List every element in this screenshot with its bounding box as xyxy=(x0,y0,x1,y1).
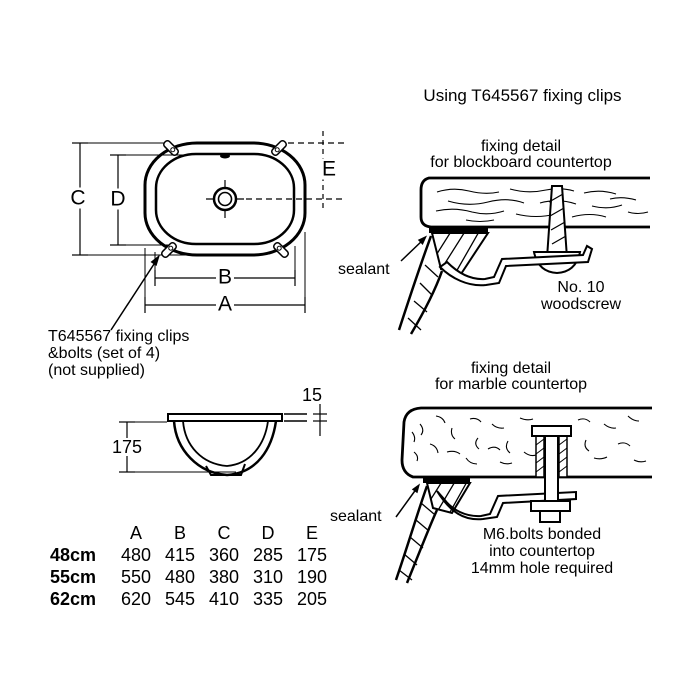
overflow-icon xyxy=(220,153,230,159)
dim-label-15: 15 xyxy=(299,385,325,405)
dim-label-e: E xyxy=(319,157,339,181)
fixing-clip-icon xyxy=(271,140,287,156)
column-header: C xyxy=(217,522,231,543)
size-label: 48cm xyxy=(50,544,97,565)
fixing-clip-icon xyxy=(161,242,177,258)
clip-bracket-icon xyxy=(436,490,577,521)
dim-label-c: C xyxy=(68,186,88,210)
table-row: 48cm 480 415 360 285 175 xyxy=(50,544,328,565)
fixing-clip-icon xyxy=(163,140,179,156)
dimensions-table: A B C D E 48cm 480 415 360 285 175 55cm … xyxy=(50,522,334,610)
sealant-bead xyxy=(429,227,488,233)
sealant-label-marble: sealant xyxy=(330,508,382,525)
sealant-label-blockboard: sealant xyxy=(338,261,390,278)
table-header-row: A B C D E xyxy=(50,522,334,544)
blockboard-detail-drawing xyxy=(397,176,650,335)
m6-bolt-icon xyxy=(530,425,572,523)
dim-label-a: A xyxy=(215,292,235,316)
column-header: A xyxy=(129,522,142,543)
clip-pointer-arrow xyxy=(110,254,160,331)
sealant-arrow xyxy=(395,483,420,518)
column-header: B xyxy=(173,522,186,543)
dim-label-d: D xyxy=(108,187,128,211)
dim-label-b: B xyxy=(215,265,235,289)
top-view-drawing xyxy=(72,131,346,331)
clips-note: T645567 fixing clips&bolts (set of 4)(no… xyxy=(48,328,190,379)
clip-bracket-icon xyxy=(438,244,594,287)
marble-detail-drawing xyxy=(394,406,652,584)
column-header: E xyxy=(305,522,318,543)
column-header: D xyxy=(261,522,275,543)
table-row: 62cm 620 545 410 335 205 xyxy=(50,588,328,609)
page-title: Using T645567 fixing clips xyxy=(423,86,622,105)
side-view-drawing xyxy=(119,404,327,477)
size-label: 62cm xyxy=(50,588,97,609)
drain-icon xyxy=(206,180,244,218)
size-label: 55cm xyxy=(50,566,97,587)
sealant-bead xyxy=(423,477,470,483)
marble-texture xyxy=(411,415,647,465)
table-row: 55cm 550 480 380 310 190 xyxy=(50,566,328,587)
fixing-clip-icon xyxy=(273,242,289,258)
sealant-arrow xyxy=(400,235,427,262)
dim-label-175: 175 xyxy=(109,437,145,457)
wood-grain-texture xyxy=(435,188,649,223)
